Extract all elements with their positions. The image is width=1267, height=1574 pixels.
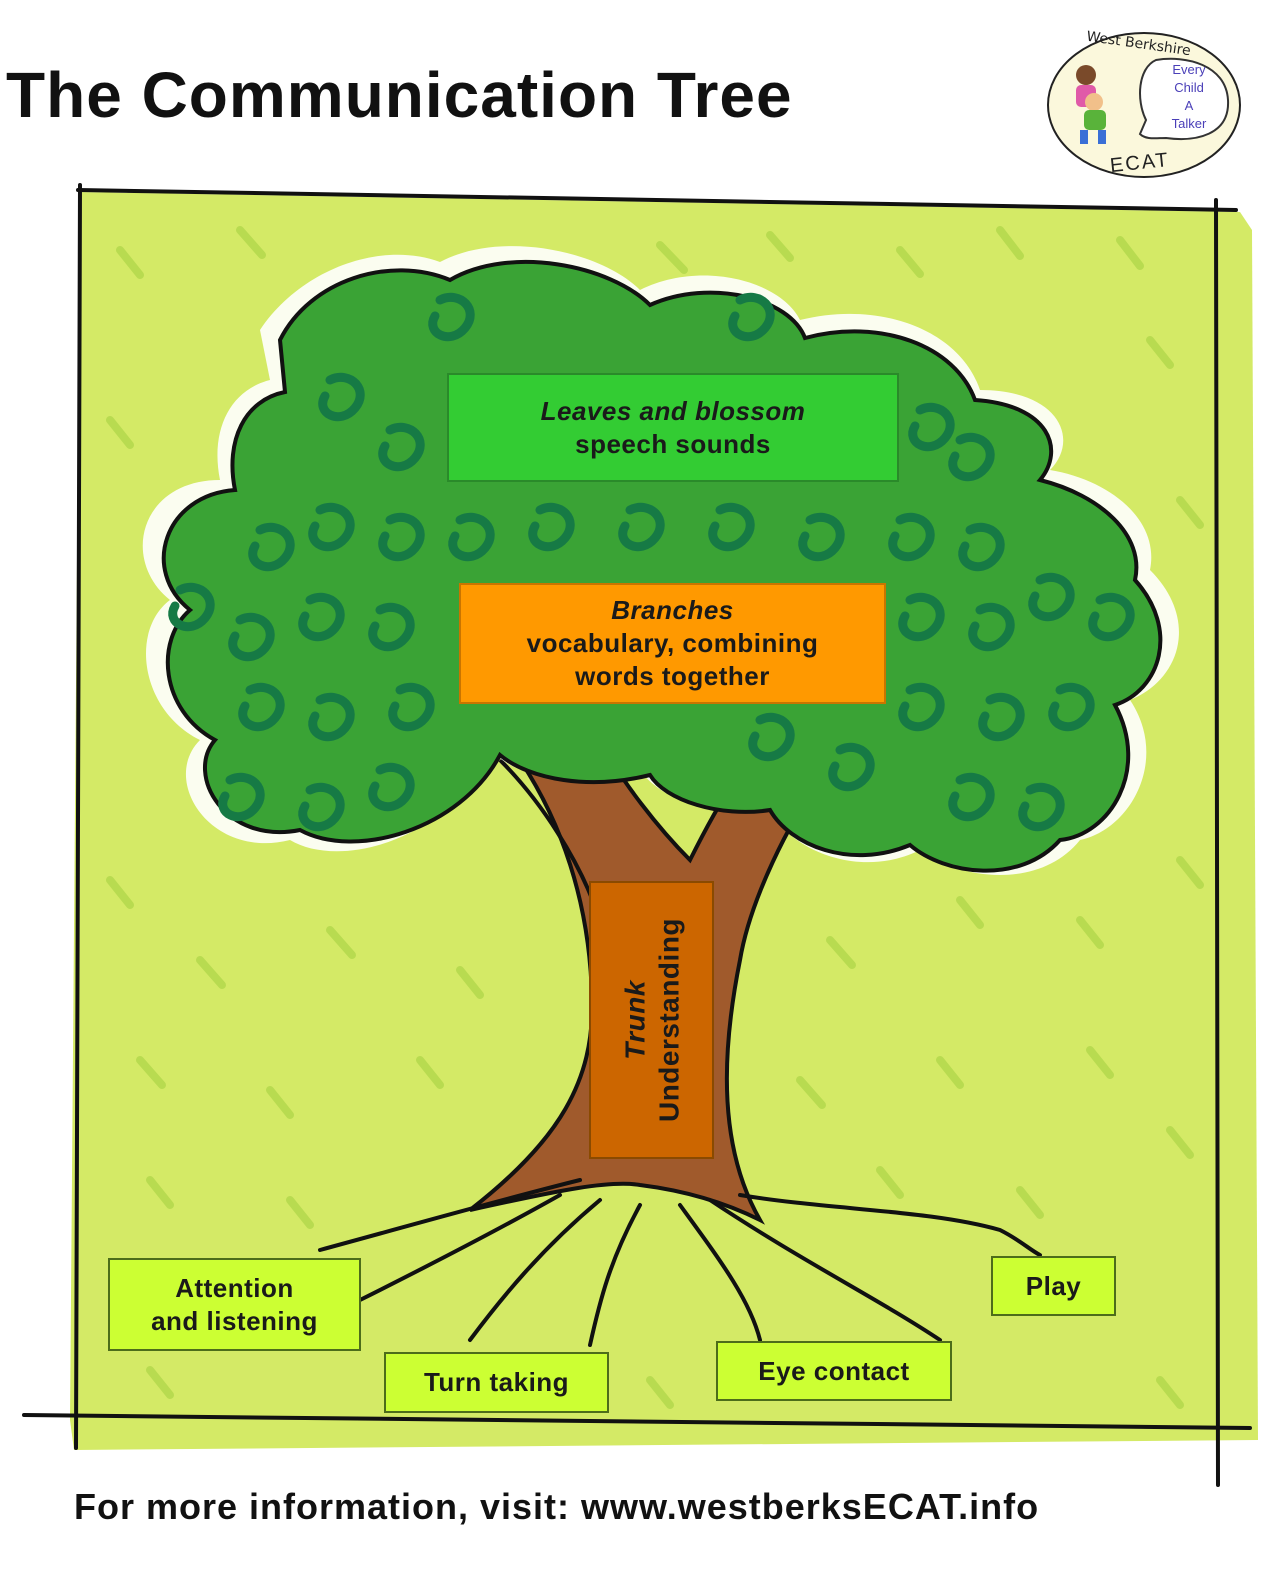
canopy-swirls [168, 292, 1135, 832]
roots [318, 1178, 1042, 1347]
speech-bubble-icon [1138, 57, 1230, 140]
children-icon [1076, 65, 1106, 144]
background-strokes [106, 226, 1204, 1409]
logo-line-3: A [1184, 98, 1194, 113]
page-title: The Communication Tree [6, 59, 793, 131]
logo-bottom-text: ECAT [1108, 148, 1171, 178]
root-label-play: Play [991, 1256, 1116, 1316]
leaves-text: speech sounds [575, 428, 771, 459]
logo-top-text: West Berkshire [1085, 28, 1192, 60]
eye-contact-text: Eye contact [758, 1355, 910, 1386]
attention-line-1: Attention [175, 1272, 294, 1303]
leaves-label-box: Leaves and blossom speech sounds [447, 373, 899, 482]
ecat-logo [1047, 32, 1241, 178]
trunk-heading: Trunk [618, 980, 650, 1060]
play-text: Play [1025, 1270, 1082, 1301]
branches-heading: Branches [611, 595, 734, 625]
root-label-attention: Attention and listening [108, 1258, 361, 1351]
logo-line-4: Talker [1171, 116, 1207, 131]
branches-label-box: Branches vocabulary, combining words tog… [459, 583, 886, 704]
logo-line-2: Child [1174, 80, 1204, 95]
footer-info-text[interactable]: For more information, visit: www.westber… [74, 1486, 1040, 1527]
ecat-logo-badge[interactable]: West Berkshire Every Child A Talker ECAT [1046, 28, 1242, 180]
attention-line-2: and listening [151, 1305, 318, 1336]
root-label-turn-taking: Turn taking [384, 1352, 609, 1413]
branches-line-2: words together [575, 661, 770, 691]
logo-line-1: Every [1172, 62, 1206, 77]
leaves-heading: Leaves and blossom [540, 395, 806, 426]
trunk-label-box: Trunk Understanding [589, 881, 714, 1159]
root-label-eye-contact: Eye contact [716, 1341, 952, 1401]
turn-taking-text: Turn taking [423, 1367, 570, 1397]
frame-lines [22, 183, 1252, 1487]
trunk-text: Understanding [652, 917, 684, 1123]
branches-line-1: vocabulary, combining [526, 628, 819, 658]
canopy [161, 259, 1163, 873]
